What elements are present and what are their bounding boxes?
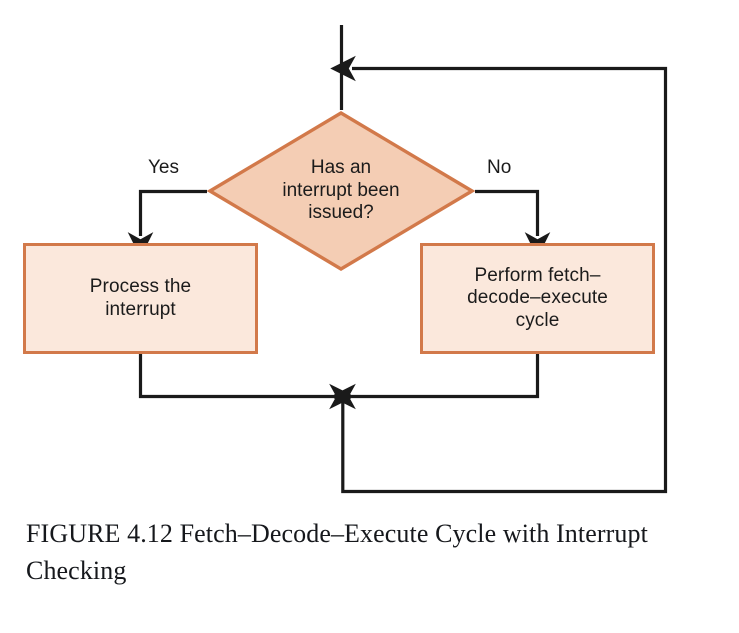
edge-merge-from-cycle — [330, 354, 540, 410]
decision-node-interrupt-issued[interactable]: Has an interrupt been issued? — [207, 110, 475, 272]
edge-yes-branch — [127, 189, 207, 258]
edge-loop-back — [330, 55, 668, 494]
edge-label-yes: Yes — [148, 157, 179, 178]
process-node-perform-fetch-decode-execute-cycle[interactable]: Perform fetch– decode–execute cycle — [420, 243, 655, 354]
edge-merge-from-interrupt — [138, 354, 355, 410]
figure-caption: FIGURE 4.12 Fetch–Decode–Execute Cycle w… — [26, 519, 648, 585]
decision-node-label: Has an interrupt been issued? — [282, 156, 400, 224]
process-node-process-the-interrupt[interactable]: Process the interrupt — [23, 243, 258, 354]
edge-label-no: No — [487, 157, 512, 178]
process-node-label: Perform fetch– decode–execute cycle — [467, 264, 608, 331]
edge-no-branch — [475, 189, 551, 258]
diamond-shape — [207, 111, 475, 271]
process-node-label: Process the interrupt — [89, 276, 192, 320]
